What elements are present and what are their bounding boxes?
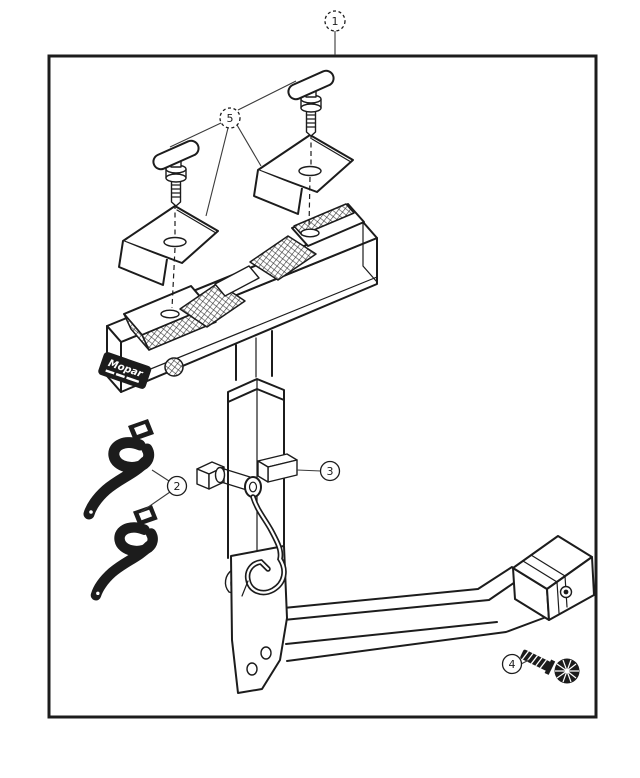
grommet-washer <box>244 476 262 498</box>
rubber-strap-lower <box>96 505 158 595</box>
leader-lines <box>140 31 530 665</box>
safety-lanyard-clip <box>241 494 287 597</box>
pivot-hole-lower <box>246 662 258 676</box>
callout-4: 4 <box>501 653 523 675</box>
clamp-pin-assembly <box>196 453 298 597</box>
t-bolt-left <box>150 137 202 207</box>
right-pad <box>291 203 365 247</box>
callout-2: 2 <box>166 475 188 497</box>
knurled-bolt <box>520 649 580 684</box>
receiver-tube <box>512 535 595 621</box>
diagram-frame-border <box>47 54 598 719</box>
callout-5: 5 <box>219 107 241 129</box>
right-mounting-plate <box>253 134 354 215</box>
t-bolt-right <box>285 67 337 137</box>
post-pivot-bracket <box>230 545 288 694</box>
end-emblem <box>164 357 184 377</box>
hitch-arm <box>262 566 550 662</box>
rubber-strap-upper <box>89 419 154 514</box>
right-ramp-pad <box>249 235 317 281</box>
callout-4-number: 4 <box>509 658 516 671</box>
callout-5-number: 5 <box>227 112 234 125</box>
callout-1: 1 <box>324 10 346 32</box>
pivot-hole-upper <box>260 646 272 660</box>
callout-3: 3 <box>319 460 341 482</box>
center-cutout <box>214 265 260 297</box>
callout-3-number: 3 <box>327 465 334 478</box>
mopar-label: Mopar <box>98 352 152 389</box>
left-mounting-plate <box>118 205 219 286</box>
insertion-axis-lines <box>171 134 312 309</box>
callout-2-number: 2 <box>174 480 181 493</box>
callout-1-number: 1 <box>332 15 339 28</box>
carrier-crossbar: Mopar <box>98 203 378 393</box>
